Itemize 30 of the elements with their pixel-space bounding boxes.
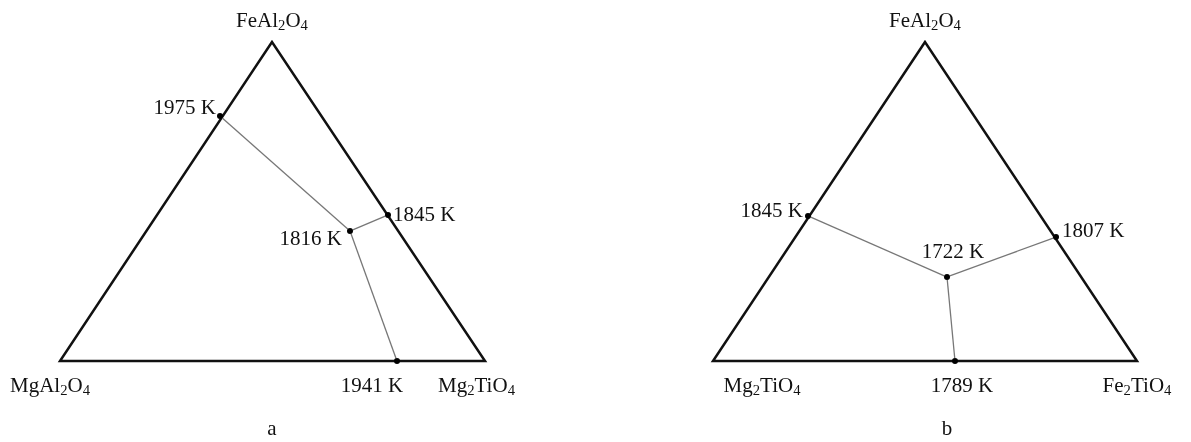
boundary-line [946,279,956,359]
temperature-label: 1845 K [393,203,456,225]
eutectic-point [952,358,958,364]
boundary-line [221,117,349,230]
component-label: FeAl$_{2}$O$_{4}$ [236,9,308,31]
component-label: Fe$_{2}$TiO$_{4}$ [1102,374,1172,396]
temperature-label: 1845 K [740,199,803,221]
boundary-line [949,237,1054,277]
eutectic-point [347,228,353,234]
eutectic-point [1053,234,1059,240]
component-label: Mg$_{2}$TiO$_{4}$ [438,374,515,396]
boundary-line [352,215,386,231]
temperature-label: 1789 K [930,374,994,396]
boundary-line [810,216,945,277]
eutectic-point [394,358,400,364]
eutectic-point [217,113,223,119]
panel-label: a [267,417,277,439]
eutectic-point [944,274,950,280]
component-label: FeAl$_{2}$O$_{4}$ [889,9,961,31]
temperature-label: 1975 K [153,96,216,118]
temperature-label: 1941 K [340,374,404,396]
component-label: Mg$_{2}$TiO$_{4}$ [723,374,801,396]
panel-label: b [941,417,953,439]
component-label: MgAl$_{2}$O$_{4}$ [10,374,91,396]
temperature-label: 1722 K [921,240,985,262]
eutectic-point [805,213,811,219]
temperature-label: 1816 K [279,227,342,249]
eutectic-point [385,212,391,218]
temperature-label: 1807 K [1062,219,1125,241]
boundary-line [350,233,397,359]
